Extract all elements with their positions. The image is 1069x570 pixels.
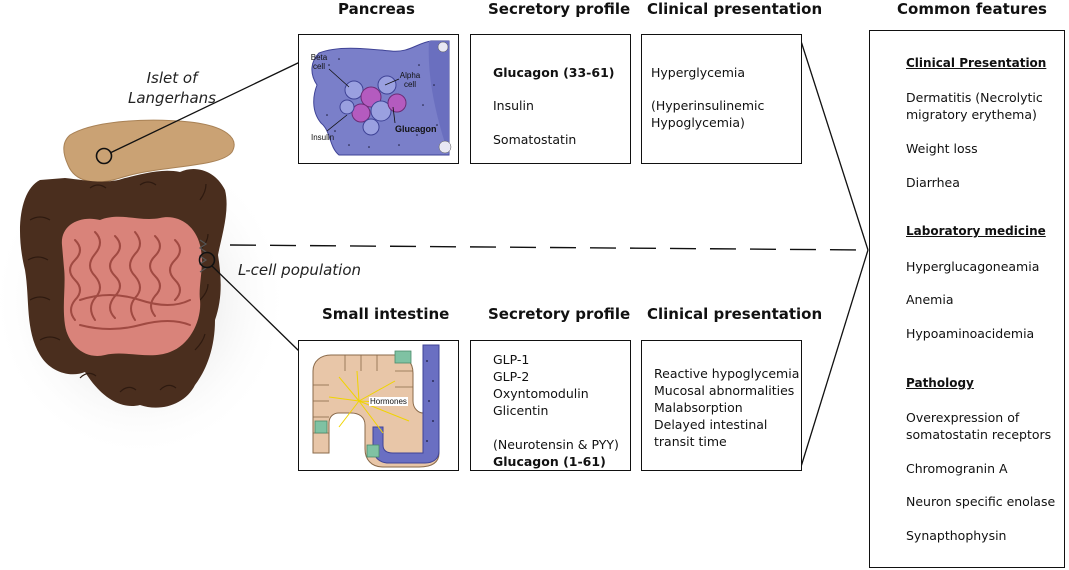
dashed-divider	[229, 244, 869, 251]
arrow-lower	[799, 249, 869, 471]
intestine-clinical-box: Reactive hypoglycemia Mucosal abnormalit…	[641, 340, 802, 471]
pancreas-secretory-item: Glucagon (33-61)	[493, 65, 615, 80]
hormones-label: Hormones	[369, 397, 408, 406]
beta-cell-label: Beta cell	[310, 53, 328, 71]
common-item: migratory erythema)	[906, 107, 1037, 122]
common-item: somatostatin receptors	[906, 427, 1052, 442]
intestine-secretory-box: GLP-1 GLP-2 Oxyntomodulin Glicentin (Neu…	[470, 340, 631, 471]
pancreas-clinical-box: Hyperglycemia (Hyperinsulinemic Hypoglyc…	[641, 34, 802, 164]
common-item: Anemia	[906, 292, 954, 307]
intestine-clinical-header: Clinical presentation	[647, 305, 823, 323]
intestine-secretory-item: Oxyntomodulin	[493, 386, 589, 401]
pancreas-clinical-item: (Hyperinsulinemic	[651, 98, 765, 113]
colon-haustra	[27, 181, 209, 393]
lcell-label: L-cell population	[238, 261, 362, 279]
intestine-secretory-header: Secretory profile	[488, 305, 631, 323]
connector-lcell-to-intestine	[211, 265, 301, 353]
pancreas-clinical-item: Hyperglycemia	[651, 65, 746, 80]
intestine-clinical-item: transit time	[654, 434, 727, 449]
insulin-label: Insulin	[311, 133, 335, 142]
intestine-clinical-item: Delayed intestinal	[654, 417, 768, 432]
pancreas-islet-figure: Beta cell Alpha cell Insulin Glucagon	[298, 34, 459, 164]
intestine-clinical-item: Mucosal abnormalities	[654, 383, 795, 398]
intestine-secretory-item: (Neurotensin & PYY)	[493, 437, 619, 452]
intestine-header: Small intestine	[322, 305, 450, 323]
intestine-secretory-item: GLP-1	[493, 352, 530, 367]
common-features-box: Clinical Presentation Dermatitis (Necrol…	[869, 30, 1065, 568]
pancreas-header: Pancreas	[338, 0, 415, 18]
pancreas-secretory-item: Somatostatin	[493, 132, 577, 147]
intestine-villus-figure: Hormones	[298, 340, 459, 471]
pancreas-secretory-header: Secretory profile	[488, 0, 631, 18]
pancreas-clinical-header: Clinical presentation	[647, 0, 823, 18]
common-item: Synapthophysin	[906, 528, 1007, 543]
section-title-pathology: Pathology	[906, 376, 974, 390]
glucagon-label: Glucagon	[395, 124, 437, 134]
common-item: Diarrhea	[906, 175, 960, 190]
small-intestine-coils	[69, 231, 191, 330]
common-item: Hyperglucagoneamia	[906, 259, 1040, 274]
common-item: Hypoaminoacidemia	[906, 326, 1035, 341]
lcell-marker	[198, 251, 216, 269]
common-item: Overexpression of	[906, 410, 1020, 425]
section-title-clinical: Clinical Presentation	[906, 56, 1047, 70]
common-item: Neuron specific enolase	[906, 494, 1056, 509]
intestine-secretory-item: GLP-2	[493, 369, 530, 384]
connector-islet-to-pancreas	[109, 61, 301, 154]
islet-drawing	[311, 40, 452, 156]
alpha-cell-label: Alpha cell	[399, 71, 421, 89]
islet-label: Islet of Langerhans	[128, 69, 216, 107]
intestine-secretory-item: Glucagon (1-61)	[493, 454, 606, 469]
common-item: Chromogranin A	[906, 461, 1008, 476]
pancreas-shape	[63, 119, 235, 183]
small-intestine-shape	[61, 216, 202, 356]
intestine-clinical-item: Reactive hypoglycemia	[654, 366, 800, 381]
pancreas-secretory-item: Insulin	[493, 98, 534, 113]
arrow-upper	[799, 37, 869, 251]
villus-drawing	[312, 344, 440, 468]
pancreas-secretory-box: Glucagon (33-61) Insulin Somatostatin	[470, 34, 631, 164]
intestine-clinical-item: Malabsorption	[654, 400, 743, 415]
common-item: Weight loss	[906, 141, 978, 156]
intestine-secretory-item: Glicentin	[493, 403, 549, 418]
section-title-laboratory: Laboratory medicine	[906, 224, 1046, 238]
common-features-header: Common features	[897, 0, 1047, 18]
pancreas-clinical-item: Hypoglycemia)	[651, 115, 745, 130]
common-item: Dermatitis (Necrolytic	[906, 90, 1043, 105]
islet-marker	[95, 147, 113, 165]
